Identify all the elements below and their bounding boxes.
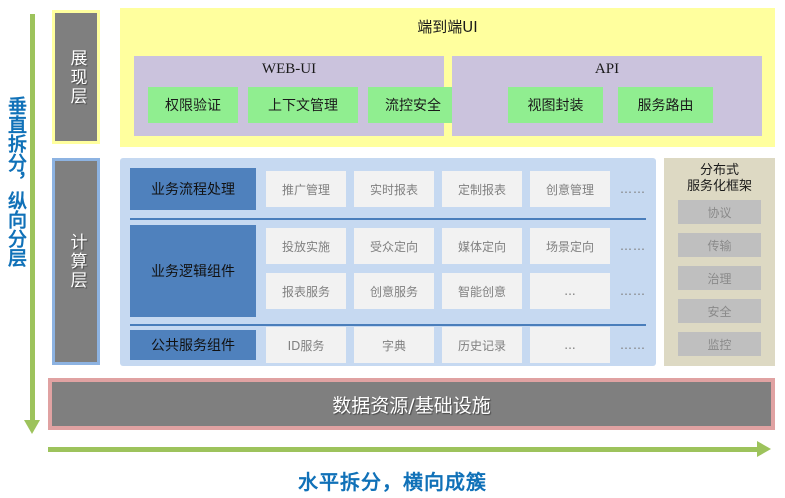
compute-layer-chip: 计算层 [52, 158, 100, 365]
vertical-arrow-shaft [30, 14, 35, 424]
svc-tile-creative-service[interactable]: 创意服务 [354, 273, 434, 309]
web-ui-group-title: WEB-UI [261, 61, 317, 77]
presentation-layer-chip-label: 展现层 [66, 48, 87, 106]
compute-layer-panel: 业务流程处理 推广管理 实时报表 定制报表 创意管理 …… 业务逻辑组件 投放实… [120, 158, 656, 366]
framework-panel-title: 分布式 服务化框架 [664, 163, 775, 195]
framework-title-line2: 服务化框架 [686, 179, 752, 194]
svc-tile-promo-mgmt[interactable]: 推广管理 [266, 171, 346, 207]
vertical-arrow-head [24, 420, 40, 434]
framework-title-line1: 分布式 [699, 163, 739, 178]
svc-tile-id-service[interactable]: ID服务 [266, 327, 346, 363]
distributed-framework-panel: 分布式 服务化框架 协议 传输 治理 安全 监控 [664, 158, 775, 366]
svc-tile-realtime-report[interactable]: 实时报表 [354, 171, 434, 207]
framework-item-transport[interactable]: 传输 [678, 233, 761, 257]
framework-item-security[interactable]: 安全 [678, 299, 761, 323]
presentation-layer-chip: 展现层 [52, 10, 100, 144]
web-ui-item-flowcontrol[interactable]: 流控安全 [368, 87, 458, 123]
api-group-title: API [594, 61, 620, 77]
svc-tile-history[interactable]: 历史记录 [442, 327, 522, 363]
framework-item-monitoring[interactable]: 监控 [678, 332, 761, 356]
svc-ellipsis-row2: …… [620, 239, 646, 253]
presentation-layer-panel: 端到端UI WEB-UI 权限验证 上下文管理 流控安全 API 视图封装 服务… [120, 8, 775, 147]
horizontal-axis-label: 水平拆分，横向成簇 [298, 470, 487, 494]
svc-tile-audience-targeting[interactable]: 受众定向 [354, 228, 434, 264]
data-resources-bar: 数据资源/基础设施 [48, 378, 775, 430]
vertical-axis-label: 垂直拆分，纵向分层 [5, 96, 27, 267]
compute-layer-chip-label: 计算层 [66, 233, 87, 290]
svc-tile-dictionary[interactable]: 字典 [354, 327, 434, 363]
web-ui-group: WEB-UI 权限验证 上下文管理 流控安全 [134, 56, 458, 136]
compute-block-logic[interactable]: 业务逻辑组件 [130, 225, 256, 317]
svc-ellipsis-row1: …… [620, 182, 646, 196]
compute-block-process[interactable]: 业务流程处理 [130, 168, 256, 210]
framework-item-protocol[interactable]: 协议 [678, 200, 761, 224]
svc-tile-custom-report[interactable]: 定制报表 [442, 171, 522, 207]
svc-tile-delivery[interactable]: 投放实施 [266, 228, 346, 264]
api-item-service-routing[interactable]: 服务路由 [618, 87, 713, 123]
svc-ellipsis-row3: …… [620, 284, 646, 298]
svc-tile-media-targeting[interactable]: 媒体定向 [442, 228, 522, 264]
svc-tile-more-common[interactable]: ... [530, 327, 610, 363]
svc-tile-scene-targeting[interactable]: 场景定向 [530, 228, 610, 264]
compute-divider-2 [130, 324, 646, 326]
svc-tile-creative-mgmt[interactable]: 创意管理 [530, 171, 610, 207]
svc-tile-more-logic[interactable]: ... [530, 273, 610, 309]
horizontal-arrow-head [757, 441, 771, 457]
svc-tile-report-service[interactable]: 报表服务 [266, 273, 346, 309]
presentation-panel-title: 端到端UI [417, 18, 478, 36]
compute-divider-1 [130, 218, 646, 220]
svc-ellipsis-row4: …… [620, 338, 646, 352]
web-ui-item-context[interactable]: 上下文管理 [248, 87, 358, 123]
compute-block-common[interactable]: 公共服务组件 [130, 330, 256, 360]
web-ui-item-auth[interactable]: 权限验证 [148, 87, 238, 123]
horizontal-arrow-shaft [48, 447, 760, 452]
api-group: API 视图封装 服务路由 [452, 56, 762, 136]
api-item-view-encapsulation[interactable]: 视图封装 [508, 87, 603, 123]
framework-item-governance[interactable]: 治理 [678, 266, 761, 290]
svc-tile-smart-creative[interactable]: 智能创意 [442, 273, 522, 309]
